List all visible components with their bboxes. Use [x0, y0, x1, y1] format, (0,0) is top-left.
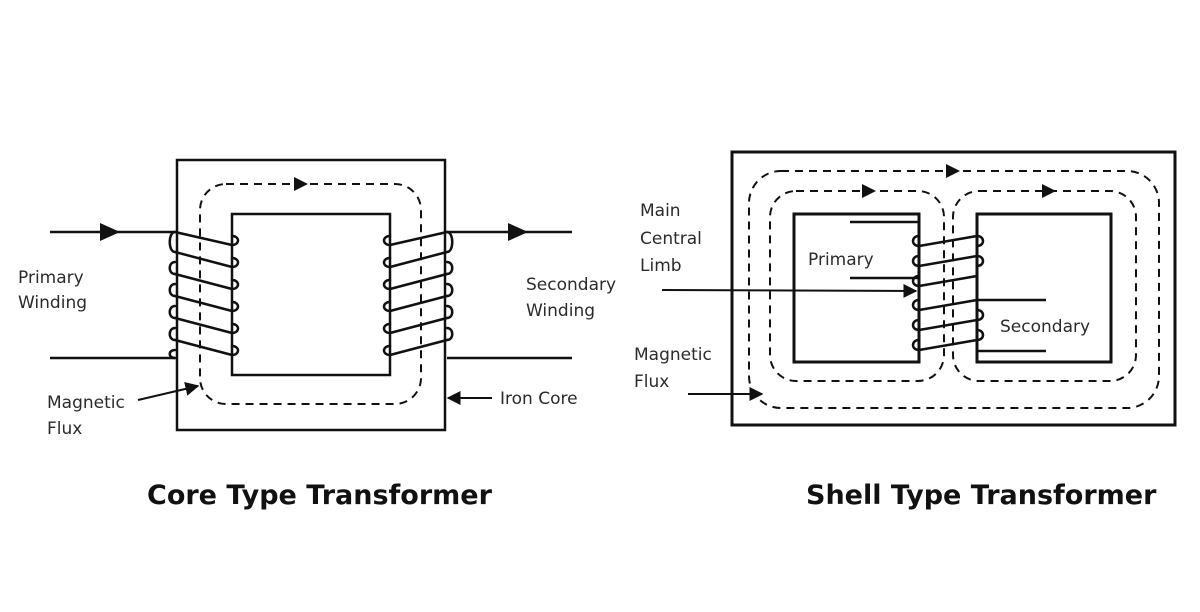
shell-limb-label-line2: Central: [640, 229, 702, 249]
core-secondary-arrow-icon: [508, 223, 528, 241]
shell-left-window: [792, 212, 921, 364]
core-title: Core Type Transformer: [147, 480, 493, 511]
shell-limb-pointer: [661, 283, 918, 298]
shell-limb-label-line1: Main: [640, 201, 681, 221]
core-secondary-label-line1: Secondary: [526, 275, 616, 295]
core-primary-coil: [168, 230, 240, 360]
shell-limb-label-line3: Limb: [640, 256, 682, 276]
shell-flux-arrow-outer-icon: [946, 164, 960, 178]
shell-primary-coil: [911, 234, 985, 288]
shell-outer-frame: [730, 150, 1177, 427]
shell-type-diagram: Main Central Limb Primary Secondary Magn…: [634, 150, 1177, 511]
core-primary-label-line2: Winding: [18, 293, 87, 313]
core-flux-arrow-icon: [294, 177, 308, 191]
shell-flux-arrow-left-icon: [862, 184, 876, 198]
shell-flux-arrow-right-icon: [1042, 184, 1056, 198]
shell-right-window: [975, 212, 1113, 364]
core-outer-frame: [175, 158, 447, 432]
core-flux-path: [199, 183, 422, 405]
shell-flux-left-path: [769, 190, 945, 382]
core-type-diagram: Primary Winding Secondary Winding Magnet…: [18, 158, 616, 511]
shell-title: Shell Type Transformer: [806, 480, 1157, 511]
shell-flux-label-line1: Magnetic: [634, 345, 712, 365]
core-inner-window: [230, 212, 392, 377]
shell-secondary-coil: [911, 298, 985, 352]
core-primary-arrow-icon: [100, 223, 120, 241]
core-secondary-coil: [382, 230, 454, 357]
core-flux-label-line2: Flux: [47, 419, 82, 439]
core-iron-label: Iron Core: [500, 389, 578, 409]
core-primary-label-line1: Primary: [18, 268, 84, 288]
shell-primary-label: Primary: [808, 250, 874, 270]
shell-flux-label-line2: Flux: [634, 372, 669, 392]
core-secondary-label-line2: Winding: [526, 301, 595, 321]
shell-flux-outer-path: [748, 170, 1160, 409]
shell-flux-right-path: [952, 190, 1137, 382]
core-flux-pointer: [137, 382, 200, 401]
core-flux-label-line1: Magnetic: [47, 393, 125, 413]
shell-secondary-label: Secondary: [1000, 317, 1090, 337]
